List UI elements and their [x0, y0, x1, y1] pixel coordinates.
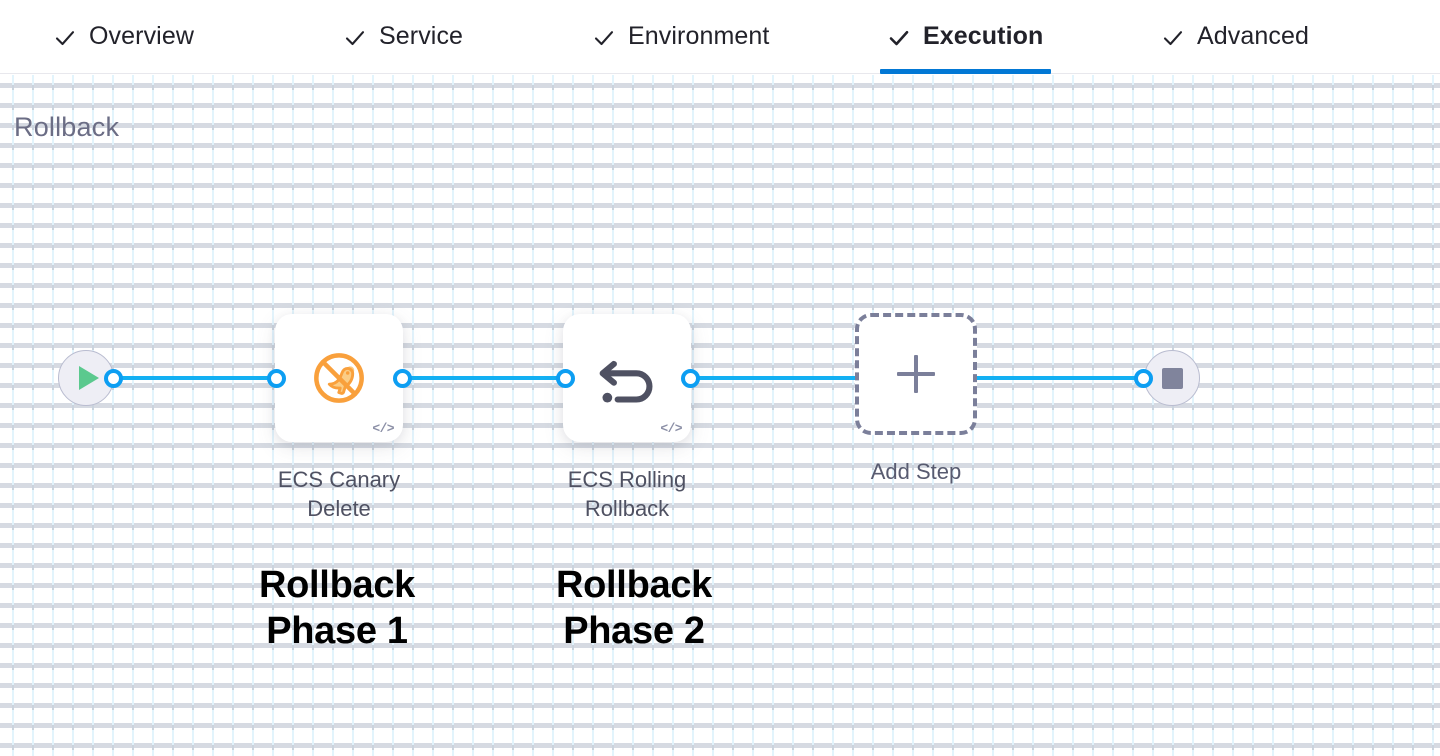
check-icon: [54, 27, 76, 49]
tab-label: Service: [379, 22, 464, 50]
annotation-rollback-phase-2: Rollback Phase 2: [474, 562, 794, 655]
check-icon: [1162, 27, 1184, 49]
rollback-arrow-icon: [563, 314, 691, 442]
connector-port[interactable]: [104, 369, 123, 388]
add-step-label: Add Step: [870, 459, 962, 484]
tab-environment[interactable]: Environment: [583, 0, 779, 74]
annotation-line: Rollback: [556, 564, 712, 606]
connector-line: [968, 376, 1148, 380]
play-icon: [79, 366, 99, 390]
check-icon: [344, 27, 366, 49]
connector-port[interactable]: [267, 369, 286, 388]
annotation-rollback-phase-1: Rollback Phase 1: [177, 562, 497, 655]
step-label-line: ECS Canary: [277, 467, 401, 492]
check-icon: [593, 27, 615, 49]
connector-line: [400, 376, 575, 380]
tab-label: Environment: [628, 22, 770, 50]
tab-execution[interactable]: Execution: [878, 0, 1053, 74]
connector-line: [110, 376, 285, 380]
tab-active-underline: [880, 68, 1052, 74]
tab-advanced[interactable]: Advanced: [1152, 0, 1319, 74]
tab-service[interactable]: Service: [334, 0, 473, 74]
stop-icon: [1161, 367, 1183, 389]
connector-port[interactable]: [1134, 369, 1153, 388]
ecs-canary-delete-icon: [275, 314, 403, 442]
tab-label: Overview: [89, 22, 194, 50]
code-icon[interactable]: </>: [372, 421, 394, 436]
step-label-line: ECS Rolling: [567, 467, 687, 492]
connector-line: [688, 376, 868, 380]
step-node-ecs-rolling-rollback[interactable]: </>: [563, 314, 691, 442]
step-node-ecs-canary-delete[interactable]: </>: [275, 314, 403, 442]
flow-graph: </> ECS Canary Delete </> ECS Rolling: [0, 75, 1440, 756]
step-label-line: Delete: [307, 496, 371, 522]
step-label-ecs-canary-delete: ECS Canary Delete: [229, 465, 449, 523]
step-label-ecs-rolling-rollback: ECS Rolling Rollback: [517, 465, 737, 523]
annotation-line: Phase 2: [563, 610, 705, 653]
tab-overview[interactable]: Overview: [44, 0, 204, 74]
execution-flow-canvas[interactable]: Rollback: [0, 75, 1440, 756]
connector-port[interactable]: [681, 369, 700, 388]
connector-port[interactable]: [393, 369, 412, 388]
check-icon: [888, 27, 910, 49]
code-icon[interactable]: </>: [660, 421, 682, 436]
plus-icon: [914, 355, 918, 393]
tab-label: Advanced: [1197, 22, 1309, 50]
step-label-line: Rollback: [584, 496, 670, 522]
connector-port[interactable]: [556, 369, 575, 388]
pipeline-stage-tabs: Overview Service Environment Execution: [0, 0, 1440, 74]
add-step-button[interactable]: [855, 313, 977, 435]
annotation-line: Rollback: [259, 564, 415, 606]
annotation-line: Phase 1: [266, 610, 408, 653]
section-title-rollback: Rollback: [14, 112, 120, 142]
tab-label: Execution: [923, 22, 1044, 50]
